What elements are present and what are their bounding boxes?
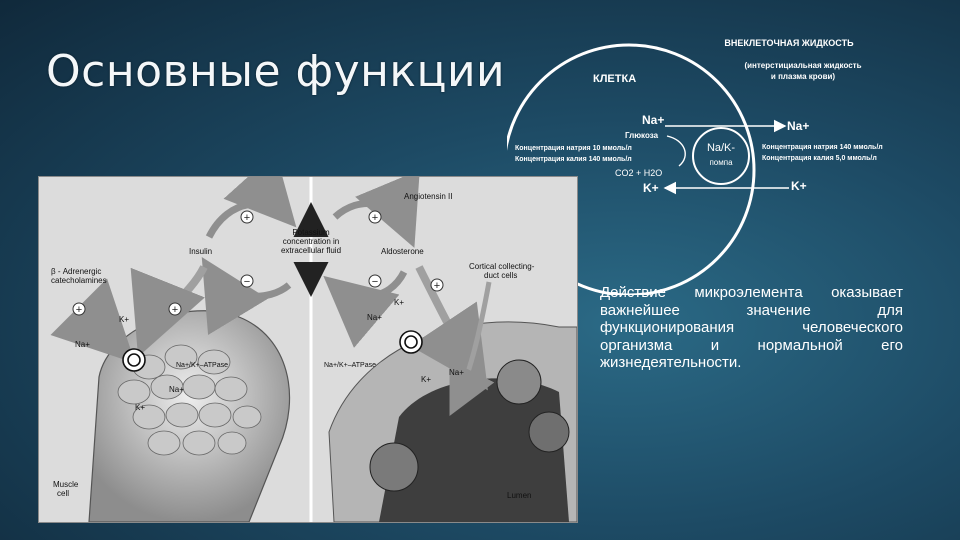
left-bottom-arc [201, 257, 292, 336]
duct-cell-3 [528, 411, 570, 453]
k-inside-label: K+ [643, 181, 659, 195]
atpase-pump-left [122, 348, 146, 372]
k-label-right-top: K+ [394, 298, 404, 307]
atpase-right-label: Na+/K+–ATPase [324, 362, 376, 369]
plus-sign-3: + [172, 304, 178, 316]
minus-sign-1: − [244, 276, 250, 288]
atpase-pump-right [399, 330, 423, 354]
na-label-left: Na+ [75, 340, 90, 349]
right-top-arc [332, 177, 420, 248]
extracellular-title: ВНЕКЛЕТОЧНАЯ ЖИДКОСТЬ [724, 38, 854, 48]
cortical-label-1: Cortical collecting- [469, 262, 535, 271]
plus-sign-2: + [372, 212, 378, 224]
muscle-label-2: cell [57, 489, 69, 498]
insulin-label: Insulin [189, 247, 212, 256]
angiotensin-label: Angiotensin II [404, 192, 452, 201]
slide-title: Основные функции [46, 46, 506, 97]
k-label-right-bottom: K+ [421, 375, 431, 384]
glucose-label: Глюкоза [625, 131, 659, 140]
plus-sign-5: + [434, 280, 440, 292]
k-outside-label: K+ [791, 179, 807, 193]
atpase-left-label: Na+/K+–ATPase [176, 362, 228, 369]
plus-sign-4: + [76, 304, 82, 316]
extracellular-sub1: (интерстициальная жидкость [744, 61, 861, 70]
conc-k-outside: Концентрация калия 5,0 ммоль/л [762, 155, 877, 162]
na-label-right: Na+ [367, 313, 382, 322]
beta-adrenergic-label-1: β - Adrenergic [51, 267, 101, 276]
duct-cell-1 [369, 442, 419, 492]
potassium-label-3: extracellular fluid [281, 246, 341, 255]
k-label-left-bottom: K+ [135, 403, 145, 412]
conc-na-outside: Концентрация натрия 140 ммоль/л [762, 144, 883, 151]
right-bottom-arc [323, 270, 408, 348]
left-top-arc [205, 177, 297, 239]
potassium-label-1: Potassium [292, 228, 330, 237]
cell-pump-diagram: ВНЕКЛЕТОЧНАЯ ЖИДКОСТЬ (интерстициальная … [507, 38, 883, 295]
na-inside-label: Na+ [642, 113, 664, 127]
cell-outline [507, 43, 756, 295]
body-text: Действие микроэлемента оказывает важнейш… [600, 284, 903, 371]
aldosterone-label: Aldosterone [381, 247, 424, 256]
na-outside-label: Na+ [787, 119, 809, 133]
potassium-label-2: concentration in [283, 237, 339, 246]
plus-sign-1: + [244, 212, 250, 224]
cortical-pointer [449, 281, 495, 416]
duct-cell-2 [496, 359, 542, 405]
duct-dark-cells [379, 378, 569, 522]
lumen-label: Lumen [507, 491, 531, 500]
co2-h2o-label: CO2 + H2O [615, 168, 662, 178]
muscle-label-1: Muscle [53, 480, 79, 489]
conc-na-inside: Концентрация натрия 10 ммоль/л [515, 145, 632, 152]
k-label-left-top: K+ [119, 315, 129, 324]
na-label-right-2: Na+ [449, 368, 464, 377]
potassium-regulation-illustration: + − + − + + + Angiotensin II Potassium c… [38, 176, 578, 523]
extracellular-sub2: и плазма крови) [771, 72, 835, 81]
beta-adrenergic-label-2: catecholamines [51, 276, 107, 285]
minus-sign-2: − [372, 276, 378, 288]
pump-circle [692, 127, 750, 185]
na-label-left-2: Na+ [169, 385, 184, 394]
conc-k-inside: Концентрация калия 140 ммоль/л [515, 156, 632, 163]
cortical-label-2: duct cells [484, 271, 517, 280]
pump-label-2: помпа [709, 158, 733, 167]
adrenergic-to-muscle-arrow [50, 278, 136, 364]
pump-label-1: Na/K- [707, 142, 735, 154]
glucose-loop-arrow [666, 135, 686, 167]
cell-label: КЛЕТКА [593, 73, 636, 85]
